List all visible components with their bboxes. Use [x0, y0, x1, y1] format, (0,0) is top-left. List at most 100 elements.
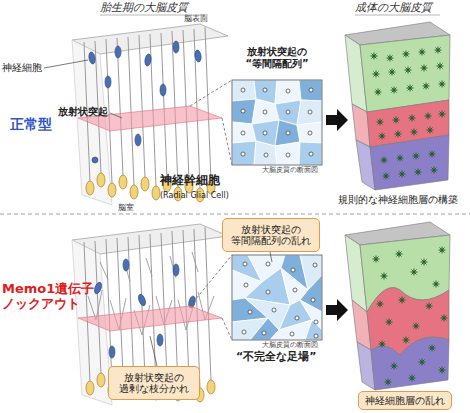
neuron-symbol: [405, 67, 412, 74]
text-label: (Radial Glial Cell): [160, 191, 250, 200]
section-view: [311, 298, 315, 302]
neuron-symbol: [439, 111, 446, 118]
section-view: [241, 152, 245, 156]
header-rule: [355, 15, 440, 16]
neuron-symbol: [391, 87, 398, 94]
neuron-symbol: [437, 63, 444, 70]
neuron-symbol: [379, 133, 386, 140]
section-view: [295, 316, 299, 320]
section-view: [286, 89, 290, 93]
neuron-symbol: [407, 85, 414, 92]
embryonic-cortex: [109, 346, 115, 358]
neuron-symbol: [419, 359, 426, 366]
neuron-symbol: [421, 65, 428, 72]
section-view: [248, 310, 252, 314]
leader-line: [150, 336, 157, 366]
section-view: [272, 308, 276, 312]
section-view: [241, 88, 245, 92]
neuron-symbol: [371, 47, 446, 180]
adult-cortex: [371, 337, 449, 390]
section-view: [264, 153, 268, 157]
text-label: 放射状突起: [58, 106, 118, 118]
neuron-symbol: [399, 171, 406, 178]
text-label: Memo1遺伝子 ノックアウト: [2, 282, 87, 312]
neuron-symbol: [391, 363, 398, 370]
neuron-symbol: [375, 89, 382, 96]
embryonic-cortex: [190, 80, 232, 106]
neuron-symbol: [379, 341, 386, 348]
section-view: [308, 110, 312, 114]
embryonic-cortex: [88, 41, 202, 163]
leader-line: [270, 252, 272, 262]
neuron-symbol: [395, 131, 402, 138]
section-view: [262, 331, 266, 335]
section-view: [263, 131, 267, 135]
section-view: [254, 141, 277, 165]
neuron-symbol: [387, 55, 394, 62]
section-view: [286, 110, 290, 114]
neuron-symbol: [393, 117, 400, 124]
neuron-symbol: [441, 315, 448, 322]
section-view: [313, 263, 317, 267]
leader-line: [44, 60, 88, 68]
section-view: [297, 100, 322, 125]
section-view: [293, 288, 297, 292]
neuron-symbol: [433, 281, 440, 288]
embryonic-cortex: [115, 46, 121, 58]
neuron-symbol: [439, 247, 446, 254]
adult-cortex: [345, 222, 450, 390]
section-view: [241, 109, 245, 113]
section-view: [290, 332, 294, 336]
neuron-symbol: [373, 256, 380, 263]
embryonic-cortex: [222, 318, 232, 340]
neuron-symbol: [371, 53, 378, 60]
text-label: 脳表面: [184, 14, 229, 23]
text-label: 規則的な神経細胞層の構築: [338, 194, 468, 206]
callout-text: 放射状突起の 等間隔配列の乱れ: [223, 224, 319, 247]
header-rule: [100, 15, 440, 16]
text-label: 神経細胞: [2, 62, 52, 74]
section-view: [241, 131, 245, 135]
neuron-symbol: [421, 259, 428, 266]
section-view: [242, 262, 318, 338]
text-label: 正常型: [10, 116, 70, 132]
neuron-symbol: [385, 379, 392, 386]
neuron-symbol: [427, 127, 434, 134]
callout-text: 放射状突起の 過剰な枝分かれ: [109, 372, 199, 395]
section-view: [232, 141, 256, 165]
text-label: 脳室: [118, 203, 148, 212]
arrow: [326, 109, 348, 131]
section-view: [314, 320, 318, 324]
section-view: [232, 255, 322, 340]
section-view: [243, 262, 247, 266]
neuron-symbol: [413, 153, 420, 160]
section-view: [309, 152, 313, 156]
leader-line: [44, 60, 272, 366]
neuron-symbol: [403, 51, 410, 58]
neuron-symbol: [426, 303, 433, 310]
embryonic-cortex: [160, 84, 166, 96]
neuron-symbol: [413, 323, 420, 330]
section-view: [232, 80, 322, 165]
section-view: [244, 283, 248, 287]
neuron-symbol: [381, 273, 388, 280]
embryonic-cortex: [144, 54, 152, 67]
embryonic-cortex: [173, 264, 179, 276]
text-label: 大脳皮質の断面図: [262, 341, 332, 349]
text-label: 神経幹細胞: [160, 174, 235, 188]
embryonic-cortex: [190, 255, 232, 306]
section-view: [232, 255, 322, 340]
neuron-symbol: [429, 345, 436, 352]
section-view: [275, 142, 300, 165]
divider: [0, 214, 470, 215]
neuron-symbol: [431, 167, 438, 174]
section-view: [299, 142, 322, 165]
neuron-symbol: [419, 49, 426, 56]
embryonic-cortex: [123, 259, 129, 271]
callout-box: 神経細胞層の乱れ: [358, 391, 452, 410]
text-label: 放射状突起の “等間隔配列”: [225, 46, 329, 69]
section-view: [275, 120, 300, 146]
neuron-symbol: [377, 119, 384, 126]
neuron-symbol: [389, 69, 396, 76]
